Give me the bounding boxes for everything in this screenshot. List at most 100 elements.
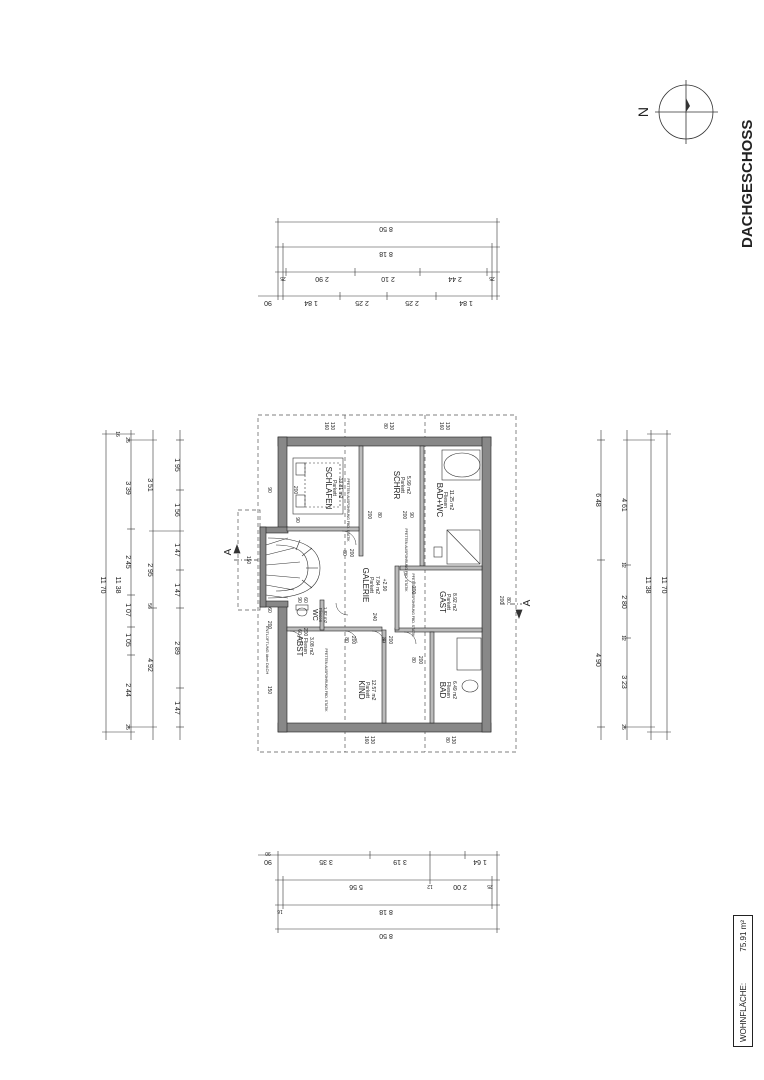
room-name-schrr: SCHRR xyxy=(392,471,401,500)
dim-right-r2-f: 25 xyxy=(620,724,626,730)
opening-80-e: 80 xyxy=(343,637,349,643)
room-note-gast: PFETTEN AUSFÜHRUNG FBD. STATIK xyxy=(411,573,415,637)
dim-top-r3-d: 25 xyxy=(280,275,286,281)
wall-bottom xyxy=(277,722,492,733)
toilet-tank xyxy=(295,604,309,611)
washbasin-icon xyxy=(461,679,479,693)
room-name-wc: WC xyxy=(311,609,318,621)
room-area-wc: 1.82 m2 xyxy=(323,607,328,624)
opening-80-f: 80 xyxy=(380,637,386,643)
dim-bot-r1-a: 90 xyxy=(264,858,272,865)
living-area-value: 75.91 m² xyxy=(738,920,748,952)
dim-top-r3-a: 2 90 xyxy=(315,275,329,282)
wall-int-4 xyxy=(399,565,483,571)
room-area-gast: 8.92 m2 xyxy=(451,593,457,611)
dim-top-r3-c: 2 44 xyxy=(448,275,462,282)
opening-130-c: 130 xyxy=(444,422,450,431)
opening-150b: 150 xyxy=(266,686,272,695)
sheet-title: DACHGESCHOSS xyxy=(739,120,756,248)
opening-200-a: 200 xyxy=(366,511,372,520)
opening-160-b: 160 xyxy=(438,422,444,431)
north-pointer-icon xyxy=(686,98,690,112)
dim-bot-r2-c: 2 00 xyxy=(453,883,467,890)
walls xyxy=(259,436,492,733)
opening-200-j: 200 xyxy=(417,656,423,665)
dim-left-r5-e: 2 89 xyxy=(173,641,180,655)
wall-int-7 xyxy=(319,599,325,631)
dim-left-r3-a: 3 39 xyxy=(124,481,131,495)
dim-left-r3-b: 2 45 xyxy=(124,555,131,569)
dims-left xyxy=(102,430,184,740)
bathtub-frame xyxy=(441,449,481,481)
dim-top-inner: 8 18 xyxy=(379,250,393,257)
dim-top-r4-c: 2 25 xyxy=(355,299,369,306)
dim-left-inner: 11 38 xyxy=(114,577,121,594)
dim-left-r4-d: 4 92 xyxy=(146,658,153,672)
dim-bot-r3-a: 8 18 xyxy=(379,908,393,915)
galerie-note: PFETTEN AUSFÜHRUNG FBD. STATIK xyxy=(404,528,408,592)
wall-int-3 xyxy=(286,526,360,532)
dim-left-r3-f: 25 xyxy=(124,437,130,443)
dim-bot-r1-e: 90 xyxy=(265,850,271,856)
dim-top-r3-b: 2 10 xyxy=(381,275,395,282)
room-area-kind: 12.57 m2 xyxy=(370,680,376,701)
living-area-label: WOHNFLÄCHE: xyxy=(738,982,748,1042)
opening-130-a: 130 xyxy=(329,422,335,431)
vent-note: ENTLÜFTUNG über DACH xyxy=(265,626,270,675)
opening-90-c: 90 xyxy=(294,517,300,523)
opening-200-c: 200 xyxy=(292,486,298,495)
dim-bot-r1-c: 3 19 xyxy=(393,858,407,865)
room-name-gast: GAST xyxy=(438,591,447,613)
room-floor-kind: Parkett xyxy=(364,682,370,698)
dim-left-r5-d: 1 47 xyxy=(173,583,180,597)
wall-int-10 xyxy=(381,629,387,724)
dim-left-inner-16: 16 xyxy=(114,431,120,437)
opening-60-c: 60 xyxy=(296,629,302,635)
dim-left-r3-c: 1 07 xyxy=(124,603,131,617)
door-swings xyxy=(289,530,417,645)
dim-left-r4-c: 56 xyxy=(146,603,152,609)
wall-int-2 xyxy=(419,445,425,567)
dim-right-r2-a: 4 61 xyxy=(620,498,627,512)
room-floor-abst: Fliesen xyxy=(302,638,308,654)
opening-200-g: 200 xyxy=(350,636,356,645)
dim-top-total: 8 50 xyxy=(379,225,393,232)
living-area-inner: WOHNFLÄCHE: 75.91 m² xyxy=(734,916,752,1046)
dim-top-r3-e: 25 xyxy=(489,275,495,281)
opening-80-h: 80 xyxy=(505,597,511,603)
opening-60-b: 60 xyxy=(266,607,272,613)
opening-80-g: 80 xyxy=(410,657,416,663)
dim-bot-r2-a: 5 56 xyxy=(349,883,363,890)
room-area-galerie: 7.84 m2 xyxy=(374,576,380,594)
opening-80-b: 80 xyxy=(444,737,450,743)
opening-80-c: 80 xyxy=(376,512,382,518)
room-area-badwc: 11.25 m2 xyxy=(448,490,454,511)
room-area-schlafen: 13.81 m2 xyxy=(337,478,343,499)
dims-bottom-text: 90 3 35 3 19 1 64 90 5 56 12 2 00 25 8 1… xyxy=(264,850,493,939)
wall-int-1 xyxy=(358,445,364,557)
dim-left-r5-b: 1 56 xyxy=(173,503,180,517)
room-area-abst: 3.08 m2 xyxy=(308,637,314,655)
dim-right-r1-a: 6 48 xyxy=(594,493,601,507)
room-name-bad: BAD xyxy=(438,682,447,699)
dim-right-r4: 11 70 xyxy=(660,577,667,594)
room-name-galerie: GALERIE xyxy=(361,568,370,603)
dim-right-r2-b: 12 xyxy=(620,562,626,568)
opening-90-d: 90 xyxy=(296,597,302,603)
room-labels: SCHLAFEN Parkett 13.81 m2 PFETTEN AUSFÜH… xyxy=(265,467,457,713)
room-floor-galerie: Parkett xyxy=(368,577,374,593)
dim-left-r3-d: 1 05 xyxy=(124,633,131,647)
dim-right-r1-b: 4 90 xyxy=(594,653,601,667)
opening-80-a: 80 xyxy=(382,423,388,429)
wall-int-5 xyxy=(286,626,383,632)
wall-left-top xyxy=(277,436,288,530)
dims-left-text: 11 70 11 38 16 3 39 2 45 1 07 1 05 2 44 … xyxy=(99,431,180,730)
roof-edge xyxy=(257,414,517,753)
opening-80-d: 80 xyxy=(341,550,347,556)
fixtures xyxy=(295,449,482,693)
dim-bot-r4-a: 8 50 xyxy=(379,932,393,939)
opening-160-a: 160 xyxy=(323,422,329,431)
north-arrow: N xyxy=(635,80,718,144)
dim-bot-r3-b: 16 xyxy=(277,908,283,914)
